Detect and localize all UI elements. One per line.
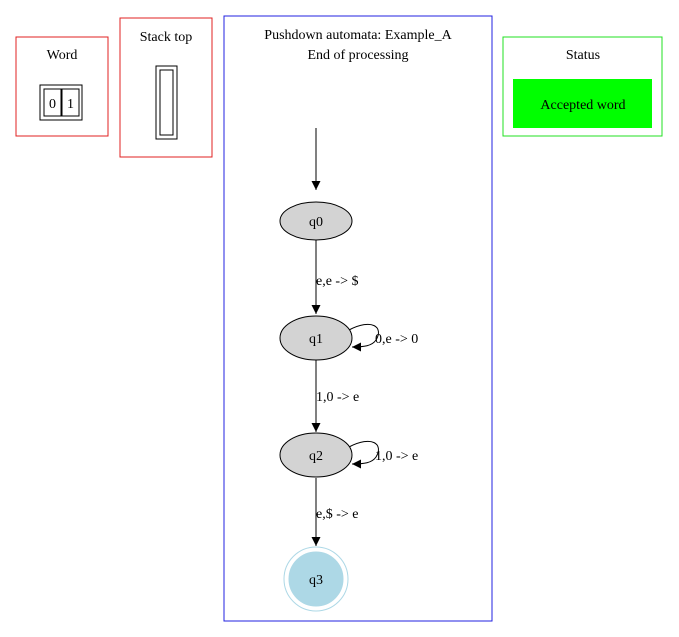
- state-q3-shape: [288, 551, 344, 607]
- state-q2-label: q2: [309, 449, 323, 464]
- automaton-subtitle: End of processing: [307, 48, 408, 63]
- stack-panel-border: [119, 17, 213, 158]
- word-panel-border: [15, 36, 109, 137]
- word-panel: Word 0 1: [15, 36, 109, 137]
- automaton-title: Pushdown automata: Example_A: [264, 28, 452, 43]
- edge-q1-q1: [348, 323, 379, 352]
- state-q1-label: q1: [309, 332, 323, 347]
- state-q2-shape: [279, 432, 353, 478]
- state-q0: q0: [279, 201, 353, 241]
- state-q1: q1: [279, 315, 353, 361]
- edge-label-q0-q1: e,e -> $: [316, 274, 359, 289]
- word-cell: [61, 88, 80, 117]
- status-message-box: [513, 79, 652, 128]
- state-q3-label: q3: [309, 573, 323, 588]
- state-q1-shape: [279, 315, 353, 361]
- stack-outer: [155, 65, 178, 140]
- stack-panel-title: Stack top: [140, 30, 193, 45]
- status-message: Accepted word: [540, 98, 625, 113]
- state-q0-label: q0: [309, 215, 323, 230]
- status-panel: Status Accepted word: [502, 36, 663, 137]
- automaton-panel-border: [223, 15, 493, 622]
- word-symbol: 1: [67, 97, 74, 112]
- stack-panel: Stack top: [119, 17, 213, 158]
- status-panel-title: Status: [566, 48, 600, 63]
- word-tape-outer: [39, 84, 83, 121]
- state-q3-accepting: q3: [283, 546, 349, 612]
- state-q2: q2: [279, 432, 353, 478]
- word-panel-title: Word: [47, 48, 78, 63]
- status-panel-border: [502, 36, 663, 137]
- state-q0-shape: [279, 201, 353, 241]
- word-cell: [43, 88, 62, 117]
- edge-label-q2-q3: e,$ -> e: [316, 507, 359, 522]
- word-tape: 0 1: [39, 84, 83, 121]
- state-q3-outer-ring: [283, 546, 349, 612]
- word-symbol: 0: [49, 97, 56, 112]
- edge-label-q1-q1: 0,e -> 0: [375, 332, 418, 347]
- edge-q2-q2: [348, 440, 379, 469]
- automaton-panel: Pushdown automata: Example_A End of proc…: [223, 15, 493, 622]
- stack-inner: [159, 69, 174, 136]
- edge-label-q2-q2: 1,0 -> e: [375, 449, 418, 464]
- edge-label-q1-q2: 1,0 -> e: [316, 390, 359, 405]
